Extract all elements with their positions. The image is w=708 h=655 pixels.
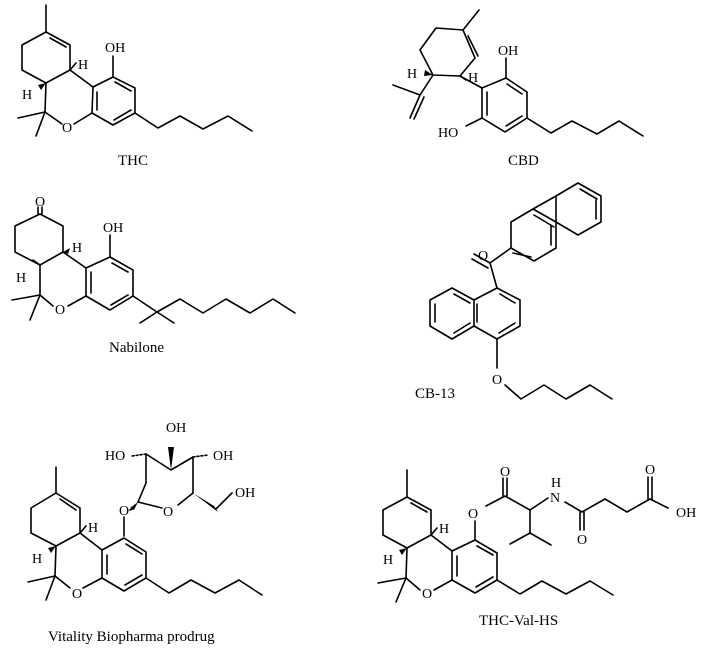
atom-label: O — [119, 504, 129, 519]
compound-thc-val-hs: O O H N O O OH O H H THC-Val-HS — [377, 463, 696, 629]
compound-caption: THC-Val-HS — [479, 613, 558, 629]
atom-label: H — [383, 553, 393, 568]
atom-label: O — [422, 587, 432, 602]
atom-label: H — [22, 88, 32, 103]
atom-label: H — [439, 522, 449, 537]
atom-label: O — [468, 507, 478, 522]
atom-label: OH — [235, 486, 255, 501]
atom-label: H — [16, 271, 26, 286]
atom-label: H — [407, 67, 417, 82]
atom-label: N — [550, 491, 560, 506]
compound-vitality-prodrug: OH HO OH OH O O O H H Vitality Biopharma… — [27, 421, 263, 645]
compound-caption: CBD — [508, 153, 539, 169]
atom-label: O — [577, 533, 587, 548]
atom-label: OH — [103, 221, 123, 236]
atom-label: H — [551, 476, 561, 491]
atom-label: HO — [105, 449, 125, 464]
atom-label: OH — [676, 506, 696, 521]
atom-label: O — [478, 249, 488, 264]
compound-caption: Vitality Biopharma prodrug — [48, 629, 215, 645]
atom-label: O — [55, 303, 65, 318]
atom-label: O — [500, 465, 510, 480]
atom-label: H — [72, 241, 82, 256]
compound-cb13: O O CB-13 — [415, 182, 613, 402]
atom-label: O — [62, 121, 72, 136]
atom-label: H — [78, 58, 88, 73]
compound-nabilone: O OH H H O Nabilone — [11, 195, 296, 356]
atom-label: O — [492, 373, 502, 388]
atom-label: HO — [438, 126, 458, 141]
compound-caption: CB-13 — [415, 386, 455, 402]
atom-label: OH — [166, 421, 186, 436]
atom-label: H — [32, 552, 42, 567]
atom-label: OH — [213, 449, 233, 464]
atom-label: OH — [498, 44, 518, 59]
atom-label: H — [468, 71, 478, 86]
atom-label: O — [72, 587, 82, 602]
atom-label: O — [35, 195, 45, 210]
compound-cbd: OH HO H H CBD — [392, 9, 644, 169]
atom-label: OH — [105, 41, 125, 56]
compound-thc: OH H H O THC — [17, 4, 253, 169]
compound-caption: Nabilone — [109, 340, 164, 356]
atom-label: H — [88, 521, 98, 536]
atom-label: O — [163, 505, 173, 520]
atom-label: O — [645, 463, 655, 478]
compound-caption: THC — [118, 153, 148, 169]
